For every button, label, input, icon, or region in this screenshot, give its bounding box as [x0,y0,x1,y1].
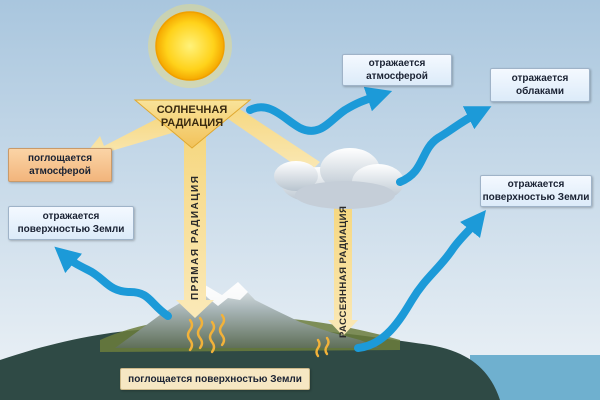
direct-radiation-label: ПРЯМАЯ РАДИАЦИЯ [190,174,201,300]
solar-radiation-triangle [133,99,252,149]
label-absorbed-surface-text: поглощается поверхностью Земли [128,373,302,385]
solar-radiation-title-line2: РАДИАЦИЯ [160,117,224,129]
arrow-reflected-atmosphere [246,86,393,135]
mountain-range [115,282,380,348]
arrow-reflected-clouds [396,106,492,186]
label-reflected-atmosphere: отражается атмосферой [342,54,452,86]
label-reflected-atmosphere-line1: отражается [368,58,426,69]
label-absorbed-surface: поглощается поверхностью Земли [120,368,310,390]
label-reflected-atmosphere-line2: атмосферой [366,71,428,82]
arrow-reflected-surface-right [354,210,486,352]
label-reflected-clouds-line1: отражается [511,73,569,84]
label-reflected-clouds-line2: облаками [515,86,565,97]
label-reflected-surface-right: отражается поверхностью Земли [480,175,592,207]
ray-direct [176,130,214,318]
solar-radiation-title: СОЛНЕЧНАЯ РАДИАЦИЯ [142,104,242,130]
ray-diffuse [328,205,358,336]
label-reflected-surface-left-line1: отражается [42,211,100,222]
sun-icon [148,4,232,88]
label-reflected-surface-right-line2: поверхностью Земли [482,192,590,203]
label-absorbed-atmosphere: поглощается атмосферой [8,148,112,182]
cloud [274,148,404,209]
label-reflected-surface-left-line2: поверхностью Земли [17,224,125,235]
ray-to-cloud [218,104,320,174]
diffuse-radiation-label: РАССЕЯННАЯ РАДИАЦИЯ [338,205,349,338]
label-reflected-surface-right-line1: отражается [507,179,565,190]
arrow-reflected-surface-left [54,246,172,320]
label-reflected-clouds: отражается облаками [490,68,590,102]
label-reflected-surface-left: отражается поверхностью Земли [8,206,134,240]
heat-waves-icon [186,313,330,358]
solar-radiation-title-line1: СОЛНЕЧНАЯ [156,104,228,116]
label-absorbed-atmosphere-line1: поглощается [27,153,93,164]
label-absorbed-atmosphere-line2: атмосферой [29,166,91,177]
